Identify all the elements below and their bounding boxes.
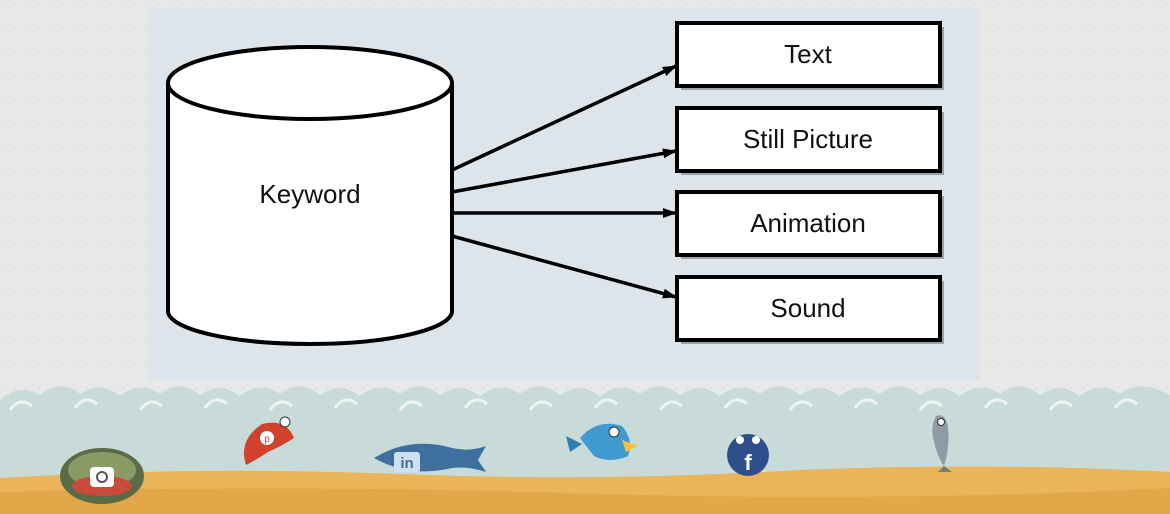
target-label-text: Text [784,39,832,69]
target-box-animation [675,190,944,259]
svg-text:in: in [400,455,413,472]
linkedin-icon[interactable]: in [374,443,486,472]
target-label-sound: Sound [770,293,845,323]
target-box-still-picture [675,106,944,175]
twitter-icon[interactable] [566,423,638,460]
svg-text:p: p [264,434,270,445]
target-box-text [675,21,944,90]
keyword-label: Keyword [259,179,360,209]
target-box-sound [675,275,944,344]
instagram-icon[interactable] [60,448,144,504]
pinterest-icon[interactable]: p [244,416,294,465]
edge-keyword-still-picture [451,148,677,194]
edge-keyword-text [451,64,677,172]
target-label-still-picture: Still Picture [743,124,873,154]
facebook-icon[interactable]: f [727,434,769,476]
keyword-cylinder [166,45,454,346]
share-icon[interactable] [932,415,952,472]
svg-text:f: f [744,450,752,475]
edge-keyword-sound [451,234,677,299]
target-label-animation: Animation [750,208,866,238]
